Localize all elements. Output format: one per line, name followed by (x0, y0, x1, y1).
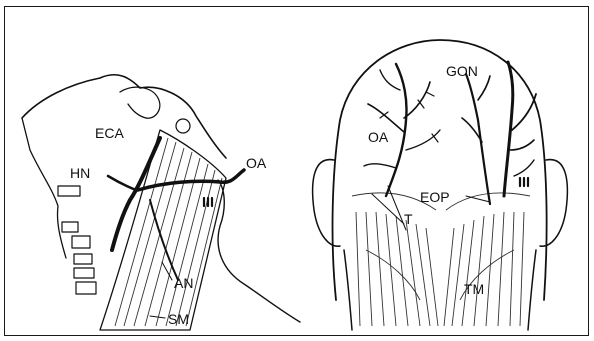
external-carotid-artery (112, 138, 160, 250)
eop-leader (466, 196, 490, 202)
occipital-artery (138, 170, 244, 190)
trapezius-muscle (352, 193, 530, 326)
label-an: AN (174, 275, 193, 291)
neck-back-outline (218, 180, 300, 322)
label-tm: TM (464, 281, 484, 297)
lateral-neck-view: ECA HN OA AN SM (22, 75, 300, 330)
label-oa-lateral: OA (246, 155, 267, 171)
nerve-marks-posterior (520, 178, 528, 186)
ear-outline (120, 87, 160, 118)
neck-left (344, 250, 352, 330)
label-gon: GON (446, 63, 478, 79)
cervical-vertebrae (58, 186, 96, 294)
head-outline (22, 75, 226, 158)
left-ear (313, 160, 340, 247)
jaw-outline (22, 118, 66, 258)
nerve-marks (204, 198, 212, 206)
hypoglossal-nerve (108, 176, 136, 190)
label-eca: ECA (95, 125, 124, 141)
neck-right (528, 250, 536, 330)
label-hn: HN (70, 165, 90, 181)
skull-outline (333, 40, 547, 300)
right-ear (540, 160, 567, 247)
label-t: T (404, 211, 413, 227)
accessory-nerve (150, 200, 178, 280)
mastoid-process (176, 119, 190, 133)
sm-leader (150, 316, 165, 318)
label-eop: EOP (420, 189, 450, 205)
posterior-head-view: OA GON EOP T TM (313, 40, 568, 330)
label-oa-posterior: OA (368, 129, 389, 145)
label-sm: SM (168, 311, 189, 327)
